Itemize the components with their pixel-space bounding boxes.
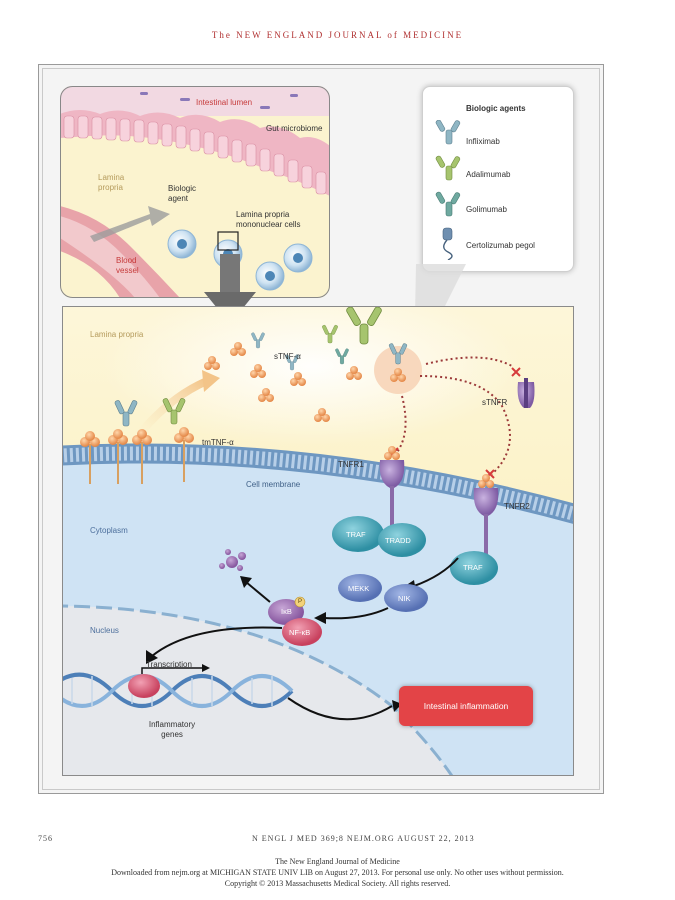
biologic-agent-label: Biologic agent	[168, 184, 197, 203]
golimumab-icon	[435, 191, 461, 217]
ikb-node	[268, 599, 304, 625]
legend-title: Biologic agents	[466, 104, 526, 113]
cell-membrane-label: Cell membrane	[246, 480, 301, 489]
traf1-node	[332, 516, 384, 552]
tnfr2-label: TNFR2	[504, 502, 530, 511]
blood-vessel-label: Blood vessel	[116, 256, 139, 275]
gut-microbiome-label: Gut microbiome	[266, 124, 323, 133]
traf2-node	[450, 551, 498, 585]
cytoplasm-label: Cytoplasm	[90, 526, 128, 535]
transcription-label: Transcription	[146, 660, 192, 669]
intestinal-lumen-label: Intestinal lumen	[196, 98, 253, 107]
nfkb-label: NF-κB	[289, 628, 311, 637]
ikb-fragments	[219, 549, 246, 571]
citation-line: N ENGL J MED 369;8 NEJM.ORG AUGUST 22, 2…	[252, 834, 475, 843]
infliximab-icon	[435, 120, 461, 145]
legend-item-infliximab: Infliximab	[466, 137, 500, 146]
footer-download-line: Downloaded from nejm.org at MICHIGAN STA…	[111, 868, 564, 877]
tradd-label: TRADD	[385, 536, 411, 545]
nfkb-dna-node	[128, 674, 160, 698]
traf2-label: TRAF	[463, 563, 483, 572]
nfkb-node	[282, 618, 322, 646]
adalimumab-large-icon	[346, 306, 382, 345]
inset-illustration	[60, 86, 330, 298]
footer-copyright-line: Copyright © 2013 Massachusetts Medical S…	[224, 879, 451, 888]
stnfr-receptor	[517, 378, 535, 408]
phosphate-node	[294, 596, 306, 608]
inset-lamina-propria-label: Lamina propria	[98, 173, 125, 192]
legend-antibody-icons	[435, 120, 461, 260]
legend-item-adalimumab: Adalimumab	[466, 170, 511, 179]
adalimumab-icon	[435, 155, 461, 181]
tnfr1-label: TNFR1	[338, 460, 364, 469]
traf1-label: TRAF	[346, 530, 366, 539]
inflammatory-genes-label: Inflammatory genes	[148, 720, 196, 739]
journal-header: The NEW ENGLAND JOURNAL of MEDICINE	[211, 30, 464, 40]
ikb-label: IκB	[281, 607, 292, 616]
tnfr2-receptor	[473, 474, 499, 566]
free-antibodies	[251, 324, 349, 371]
intestinal-inflammation-box: Intestinal inflammation	[399, 686, 533, 726]
tmtnf-trimers	[80, 427, 194, 484]
stnf-label: sTNF-α	[274, 352, 301, 361]
mekk-node	[338, 574, 382, 602]
bound-antibodies	[114, 398, 186, 427]
nucleus-label: Nucleus	[90, 626, 119, 635]
phosphate-label: P	[298, 599, 303, 605]
figure-inner-frame	[42, 68, 600, 790]
nik-node	[384, 584, 428, 612]
stnfr-label: sTNFR	[482, 398, 508, 407]
stnf-trimers	[204, 342, 362, 422]
main-lamina-propria-label: Lamina propria	[90, 330, 144, 339]
tnfr1-receptor	[379, 446, 405, 536]
legend-item-golimumab: Golimumab	[466, 205, 507, 214]
lamina-propria-cells-label: Lamina propria mononuclear cells	[236, 210, 301, 229]
certolizumab-icon	[442, 227, 453, 260]
page-number: 756	[38, 834, 53, 843]
mekk-label: MEKK	[348, 584, 370, 593]
tmtnf-label: tmTNF-α	[202, 438, 234, 447]
tradd-node	[378, 523, 426, 557]
nik-label: NIK	[398, 594, 411, 603]
footer-journal-line: The New England Journal of Medicine	[275, 857, 400, 866]
legend-item-certolizumab: Certolizumab pegol	[466, 241, 535, 250]
